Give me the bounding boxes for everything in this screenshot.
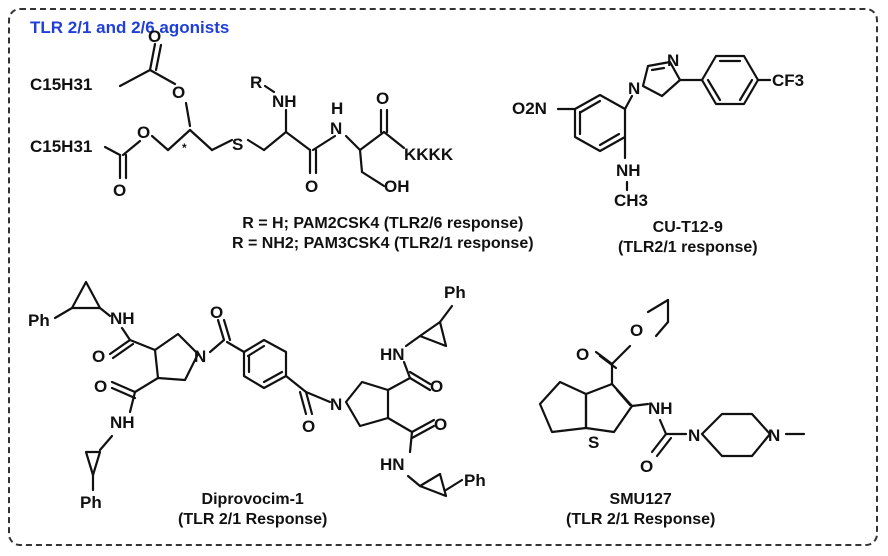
atom-label: NH bbox=[616, 161, 641, 180]
atom-label: C15H31 bbox=[30, 75, 92, 94]
atom-label: O bbox=[430, 377, 443, 396]
atom-label: O bbox=[172, 83, 185, 102]
smu127-structure: O O S NH O N N bbox=[538, 298, 806, 476]
diprovocim-response: (TLR 2/1 Response) bbox=[178, 511, 328, 528]
atom-label: O bbox=[148, 27, 161, 46]
atom-label: Ph bbox=[464, 471, 486, 490]
atom-label: N bbox=[628, 79, 640, 98]
atom-label: O bbox=[630, 321, 643, 340]
atom-label: O bbox=[576, 345, 589, 364]
atom-label: Ph bbox=[80, 493, 102, 512]
atom-label: CF3 bbox=[772, 71, 804, 90]
atom-label: S bbox=[588, 433, 599, 452]
pam2csk4-caption: R = H; PAM2CSK4 (TLR2/6 response) bbox=[242, 215, 524, 232]
atom-label: Ph bbox=[28, 311, 50, 330]
smu127-response: (TLR 2/1 Response) bbox=[566, 511, 716, 528]
cu-t12-9-name: CU-T12-9 bbox=[652, 219, 723, 236]
atom-label: H bbox=[331, 99, 343, 118]
atom-label: R bbox=[250, 73, 262, 92]
atom-label: Ph bbox=[444, 283, 466, 302]
diprovocim-1-structure: Ph NH O N O NH Ph bbox=[28, 280, 486, 512]
atom-label: N bbox=[194, 347, 206, 366]
atom-label: O bbox=[302, 417, 315, 436]
atom-label: * bbox=[182, 141, 187, 155]
atom-label: O bbox=[210, 303, 223, 322]
cu-t12-9-response: (TLR2/1 response) bbox=[618, 239, 758, 256]
atom-label: HN bbox=[380, 455, 405, 474]
atom-label: KKKK bbox=[404, 145, 454, 164]
atom-label: NH bbox=[272, 92, 297, 111]
atom-label: NH bbox=[110, 413, 135, 432]
atom-label: S bbox=[232, 135, 243, 154]
atom-label: O bbox=[113, 181, 126, 200]
dashed-border bbox=[8, 8, 878, 546]
cu-t12-9-structure: O2N N N CF3 NH CH3 bbox=[512, 51, 804, 210]
smu127-caption: SMU127 (TLR 2/1 Response) bbox=[566, 490, 715, 530]
atom-label: O bbox=[92, 347, 105, 366]
atom-label: O bbox=[434, 415, 447, 434]
smu127-name: SMU127 bbox=[609, 491, 672, 508]
diprovocim-caption: Diprovocim-1 (TLR 2/1 Response) bbox=[178, 490, 327, 530]
atom-label: N bbox=[667, 51, 679, 70]
atom-label: C15H31 bbox=[30, 137, 92, 156]
atom-label: HN bbox=[380, 345, 405, 364]
atom-label: N bbox=[688, 426, 700, 445]
figure-heading: TLR 2/1 and 2/6 agonists bbox=[30, 18, 230, 37]
atom-label: N bbox=[330, 119, 342, 138]
atom-label: O2N bbox=[512, 99, 547, 118]
atom-label: N bbox=[768, 426, 780, 445]
atom-label: O bbox=[137, 123, 150, 142]
atom-label: OH bbox=[384, 177, 410, 196]
atom-label: NH bbox=[110, 309, 135, 328]
atom-label: O bbox=[305, 177, 318, 196]
pam-caption: R = H; PAM2CSK4 (TLR2/6 response) R = NH… bbox=[232, 214, 534, 254]
atom-label: O bbox=[376, 89, 389, 108]
pam-csk4-structure: C15H31 O O C15H31 O O * S bbox=[30, 27, 454, 200]
atom-label: O bbox=[640, 457, 653, 476]
atom-label: NH bbox=[648, 399, 673, 418]
atom-label: O bbox=[94, 377, 107, 396]
diprovocim-name: Diprovocim-1 bbox=[201, 491, 304, 508]
atom-label: N bbox=[330, 395, 342, 414]
cu-t12-9-caption: CU-T12-9 (TLR2/1 response) bbox=[618, 218, 758, 258]
atom-label: CH3 bbox=[614, 191, 648, 210]
pam3csk4-caption: R = NH2; PAM3CSK4 (TLR2/1 response) bbox=[232, 235, 534, 252]
